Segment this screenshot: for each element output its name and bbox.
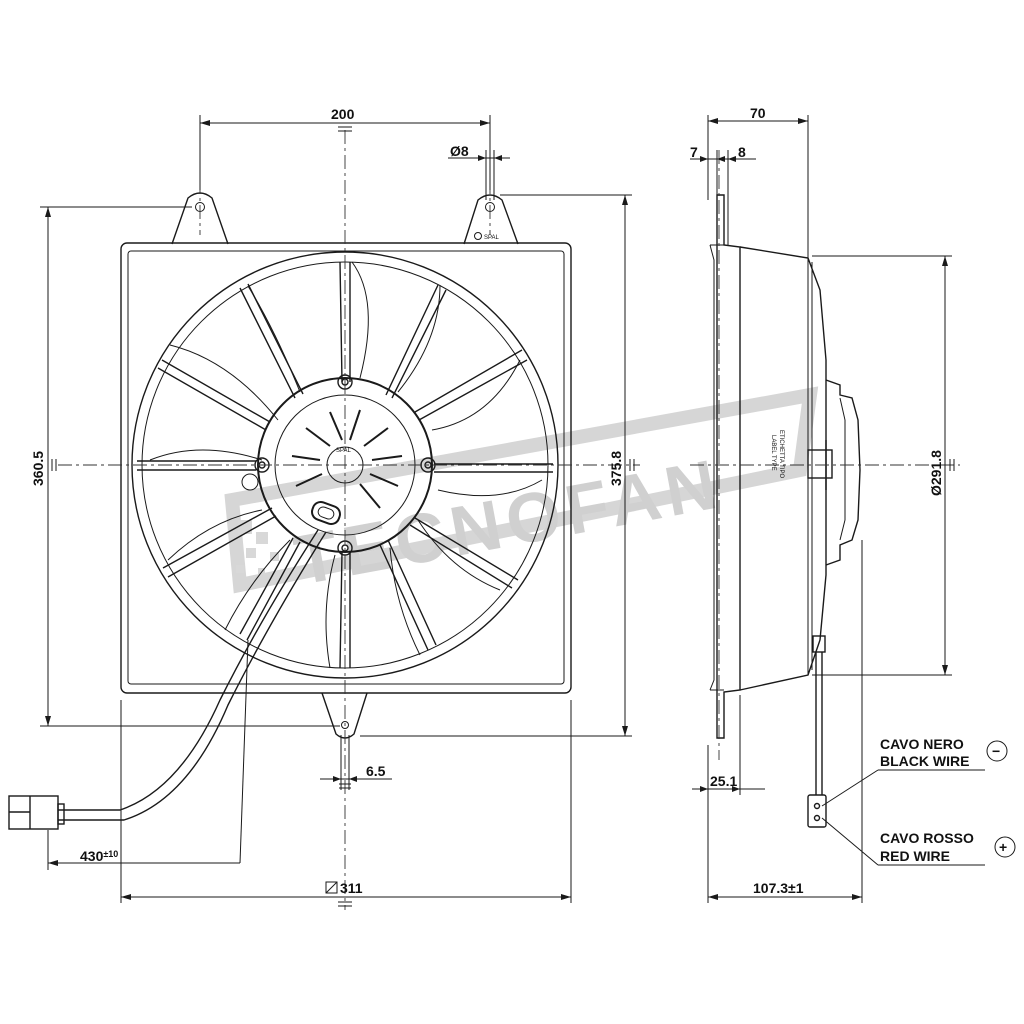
cable <box>58 529 327 821</box>
svg-text:6.5: 6.5 <box>366 763 386 779</box>
svg-text:Ø8: Ø8 <box>450 143 469 159</box>
dim-cable-length: 430±10 <box>47 639 249 870</box>
side-motor <box>807 379 861 566</box>
side-flange <box>716 194 741 739</box>
svg-text:+: + <box>999 839 1007 855</box>
dim-total-depth: 70 <box>707 105 809 258</box>
dim-overall-depth: 107.3±1 <box>707 540 863 903</box>
svg-text:375.8: 375.8 <box>608 451 624 486</box>
side-view: ETICHETTA TIPO LABEL TYPE 70 <box>690 105 1016 903</box>
dim-slot-width: 6.5 <box>320 735 392 790</box>
cable-grommet <box>311 501 341 525</box>
dim-height-frame: 375.8 <box>360 194 635 737</box>
svg-text:8: 8 <box>738 144 746 160</box>
connector <box>8 795 65 830</box>
svg-text:7: 7 <box>690 144 698 160</box>
svg-text:311: 311 <box>340 880 363 896</box>
svg-text:RED WIRE: RED WIRE <box>880 848 950 864</box>
dim-frame-square: 311 <box>120 700 572 907</box>
svg-text:Ø291.8: Ø291.8 <box>928 450 944 496</box>
svg-text:430±10: 430±10 <box>80 848 118 864</box>
svg-text:360.5: 360.5 <box>30 451 46 486</box>
frame-outer <box>120 242 572 694</box>
motor-logo: SPAL <box>336 448 352 454</box>
svg-text:CAVO ROSSO: CAVO ROSSO <box>880 830 974 846</box>
dim-fan-diameter: Ø291.8 <box>812 255 955 676</box>
dim-mount-spacing: 200 <box>199 106 491 190</box>
fan-blades <box>149 261 543 669</box>
svg-text:SPAL: SPAL <box>484 235 500 241</box>
dim-hole-diameter: Ø8 <box>448 143 510 200</box>
svg-text:70: 70 <box>750 105 766 121</box>
svg-text:25.1: 25.1 <box>710 773 737 789</box>
callout-black-wire: CAVO NERO BLACK WIRE − <box>821 736 1008 807</box>
front-view: SPAL <box>8 106 640 910</box>
svg-text:BLACK WIRE: BLACK WIRE <box>880 753 969 769</box>
spal-logo: SPAL <box>474 232 500 241</box>
svg-text:CAVO NERO: CAVO NERO <box>880 736 964 752</box>
side-label-1: ETICHETTA TIPO <box>778 430 784 478</box>
side-wire <box>807 635 827 828</box>
motor-fins <box>291 409 403 509</box>
square-symbol <box>325 881 338 894</box>
dim-flange: 7 8 <box>690 144 756 245</box>
motor-tab <box>241 473 259 491</box>
watermark: TECNOFAN <box>224 386 819 600</box>
side-label-2: LABEL TYPE <box>770 435 776 471</box>
mount-lug-bottom <box>321 692 368 739</box>
mount-lug-right <box>463 194 519 245</box>
frame-inner <box>127 250 565 685</box>
watermark-text: TECNOFAN <box>289 444 729 600</box>
svg-text:200: 200 <box>331 106 355 122</box>
dim-shroud-depth: 25.1 <box>692 695 765 795</box>
dim-height-mounts: 360.5 <box>30 206 340 727</box>
svg-text:−: − <box>992 743 1000 759</box>
callout-red-wire: CAVO ROSSO RED WIRE + <box>821 817 1016 866</box>
fan-spokes <box>137 261 553 669</box>
mount-slot-bottom <box>341 721 349 729</box>
svg-text:107.3±1: 107.3±1 <box>753 880 804 896</box>
